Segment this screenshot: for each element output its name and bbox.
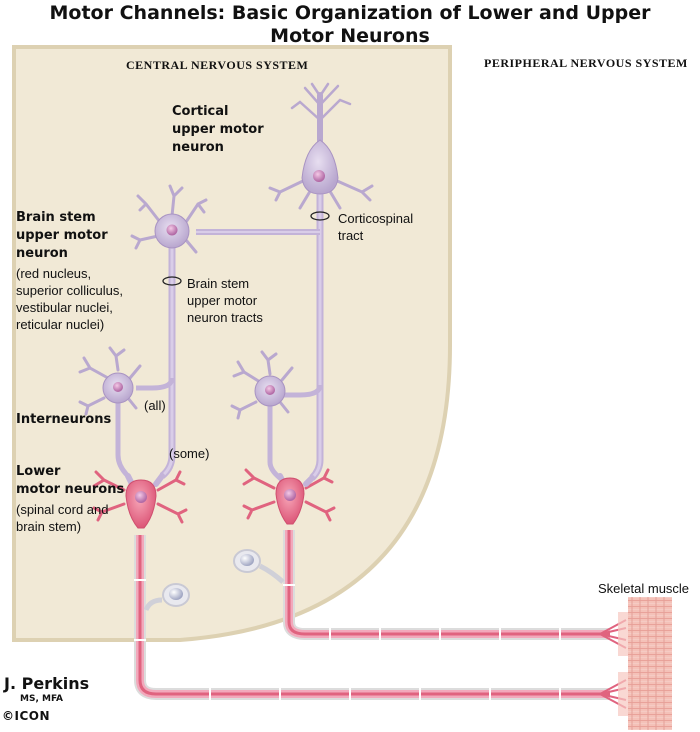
skeletal-muscle: [599, 597, 672, 730]
lower-motor-neuron-left: [92, 470, 188, 524]
interneurons-label: Interneurons: [16, 412, 112, 427]
brainstem-neuron-label: Brain stem upper motor neuron: [16, 209, 108, 263]
all-label: (all): [144, 398, 166, 413]
label-line: upper motor: [187, 293, 258, 308]
pns-label: PERIPHERAL NERVOUS SYSTEM: [484, 56, 688, 70]
diagram-title: Motor Channels: Basic Organization of Lo…: [0, 2, 700, 48]
cns-label: CENTRAL NERVOUS SYSTEM: [126, 58, 309, 72]
skeletal-muscle-label: Skeletal muscle: [598, 581, 690, 596]
interneuron-left: [78, 346, 142, 416]
interneuron-right: [230, 350, 294, 420]
label-line: Cortical: [172, 104, 229, 119]
lower-neurons-detail: (spinal cord and brain stem): [16, 501, 109, 535]
label-line: Brain stem: [16, 210, 96, 225]
icon-logo: ©ICON: [2, 709, 51, 723]
label-line: neuron tracts: [187, 310, 263, 325]
label-line: Lower: [16, 464, 61, 479]
lower-motor-neuron-right: [242, 468, 336, 522]
label-line: neuron: [172, 140, 224, 155]
cns-region: [12, 45, 452, 642]
signature-degree: MS, MFA: [20, 694, 64, 704]
signature-name: J. Perkins: [4, 674, 90, 693]
label-line: vestibular nuclei,: [16, 300, 113, 315]
label-line: superior colliculus,: [16, 283, 123, 298]
brainstem-neuron: [130, 184, 208, 254]
some-label: (some): [169, 446, 210, 461]
label-line: reticular nuclei): [16, 317, 105, 332]
brainstem-neuron-detail: (red nucleus, superior colliculus, vesti…: [16, 265, 123, 333]
label-line: neuron: [16, 246, 68, 261]
label-line: upper motor: [16, 228, 108, 243]
cortical-neuron-label: Cortical upper motor neuron: [172, 103, 264, 157]
title-line-1: Motor Channels: Basic Organization of Lo…: [49, 2, 651, 24]
brainstem-tracts-label: Brain stem upper motor neuron tracts: [187, 275, 263, 326]
corticospinal-label: Corticospinal tract: [338, 210, 413, 244]
label-line: brain stem): [16, 519, 82, 534]
lower-neurons-label: Lower motor neurons: [16, 463, 124, 499]
title-line-2: Motor Neurons: [270, 25, 430, 47]
label-line: (spinal cord and: [16, 502, 109, 517]
label-line: Corticospinal: [338, 211, 414, 226]
label-line: tract: [338, 228, 364, 243]
label-line: upper motor: [172, 122, 264, 137]
label-line: motor neurons: [16, 482, 125, 497]
label-line: (red nucleus,: [16, 266, 92, 281]
label-line: Brain stem: [187, 276, 250, 291]
